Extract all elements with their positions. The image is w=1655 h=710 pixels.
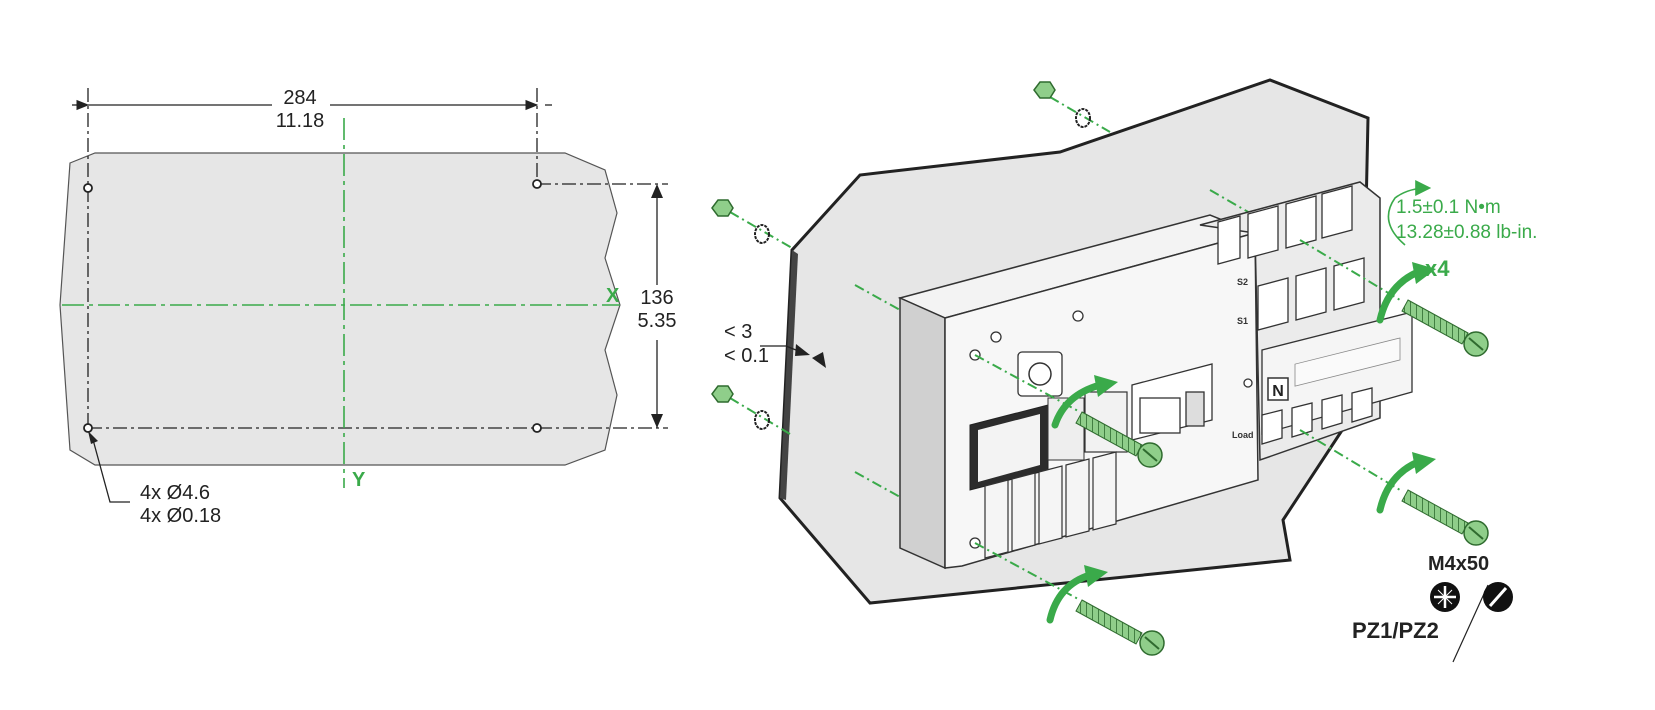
hole-top-right xyxy=(532,179,542,189)
hole-bottom-right xyxy=(532,423,542,433)
width-in: 11.18 xyxy=(276,110,325,132)
drilling-template: 284 11.18 136 5.35 X Y 4x Ø4.6 4x Ø0.18 xyxy=(59,87,677,527)
nut-top xyxy=(1033,81,1111,133)
torque-lbin: 13.28±0.88 lb-in. xyxy=(1396,222,1537,243)
height-in: 5.35 xyxy=(638,310,677,332)
axis-x-label: X xyxy=(606,285,620,307)
label-load: Load xyxy=(1232,430,1254,440)
driver-spec: PZ1/PZ2 xyxy=(1352,618,1439,643)
plate-thickness-mm: < 3 xyxy=(724,321,752,343)
hole-top-left xyxy=(83,183,93,193)
torque-nm: 1.5±0.1 N•m xyxy=(1396,197,1501,218)
neutral-badge xyxy=(1267,377,1289,401)
installation-view: < 3 < 0.1 xyxy=(711,78,1537,663)
holes-mm: 4x Ø4.6 xyxy=(140,482,210,504)
transfer-switch: N S2 S1 Load xyxy=(897,181,1413,601)
label-s1: S1 xyxy=(1237,316,1248,326)
torque-arrow xyxy=(1387,180,1432,246)
template-panel xyxy=(59,152,621,466)
neutral-mark: N xyxy=(1272,383,1284,400)
holes-in: 4x Ø0.18 xyxy=(140,505,221,527)
hole-bottom-left xyxy=(83,423,93,433)
axis-y-label: Y xyxy=(352,469,366,491)
label-s2: S2 xyxy=(1237,277,1248,287)
width-mm: 284 xyxy=(283,87,316,109)
rotation-arrows xyxy=(1046,268,1422,624)
plate-thickness-in: < 0.1 xyxy=(724,345,769,367)
screw-lower xyxy=(1075,599,1165,656)
pozidriv-icon xyxy=(1430,582,1460,612)
height-mm: 136 xyxy=(640,287,673,309)
screw-lower-right xyxy=(1401,489,1489,546)
screw-middle xyxy=(1075,411,1163,468)
rear-fasteners xyxy=(711,81,1111,435)
screw-upper-right xyxy=(1401,299,1489,357)
screw-spec: M4x50 xyxy=(1428,553,1489,575)
slotted-icon xyxy=(1483,582,1513,612)
nut-lower-left xyxy=(711,385,791,435)
nut-upper-left xyxy=(711,199,793,249)
quantity-label: x4 xyxy=(1425,256,1450,281)
